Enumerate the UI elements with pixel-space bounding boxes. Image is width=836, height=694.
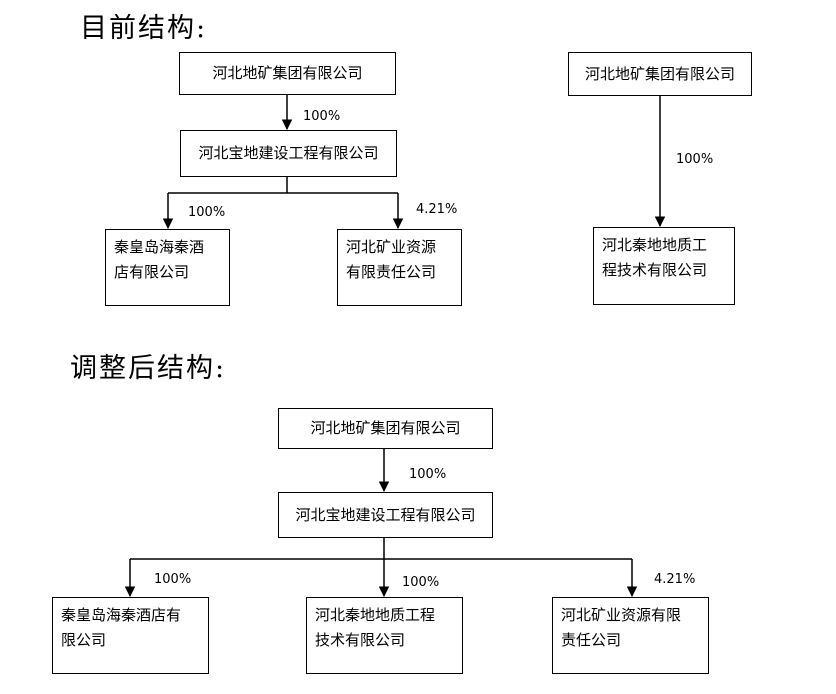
adjusted-hotel-line1: 秦皇岛海秦酒店有 [61, 606, 182, 624]
current-mining-pct: 4.21% [416, 202, 458, 217]
current2-geology-box: 河北秦地地质工 程技术有限公司 [593, 227, 735, 305]
adjusted-hotel-box: 秦皇岛海秦酒店有 限公司 [52, 597, 209, 674]
adjusted-geology-line1: 河北秦地地质工程 [315, 606, 436, 624]
adjusted-geology-line2: 技术有限公司 [315, 631, 406, 649]
current-mining-box: 河北矿业资源 有限责任公司 [337, 229, 462, 306]
adjusted-mining-line1: 河北矿业资源有限 [561, 606, 682, 624]
current-hotel-line1: 秦皇岛海秦酒 [114, 238, 205, 256]
current-mid-box: 河北宝地建设工程有限公司 [180, 130, 397, 177]
current-hotel-line2: 店有限公司 [114, 263, 190, 281]
adjusted-geology-pct: 100% [402, 575, 440, 590]
current2-parent-pct: 100% [676, 152, 714, 167]
current-parent-to-mid-pct: 100% [303, 109, 341, 124]
current-structure-heading: 目前结构: [80, 13, 208, 44]
current2-geology-line1: 河北秦地地质工 [602, 236, 708, 254]
adjusted-mining-box: 河北矿业资源有限 责任公司 [552, 597, 709, 674]
adjusted-mining-pct: 4.21% [654, 572, 696, 587]
current-parent-box: 河北地矿集团有限公司 [179, 52, 396, 95]
adjusted-structure-heading: 调整后结构: [70, 353, 227, 384]
current2-geology-line2: 程技术有限公司 [602, 261, 708, 279]
adjusted-mining-line2: 责任公司 [561, 631, 622, 649]
adjusted-geology-box: 河北秦地地质工程 技术有限公司 [306, 597, 463, 674]
current-mining-line1: 河北矿业资源 [346, 238, 437, 256]
current-hotel-pct: 100% [188, 205, 226, 220]
adjusted-hotel-line2: 限公司 [61, 631, 107, 649]
adjusted-hotel-pct: 100% [154, 572, 192, 587]
adjusted-parent-box: 河北地矿集团有限公司 [278, 408, 493, 449]
current2-parent-box: 河北地矿集团有限公司 [568, 52, 752, 96]
adjusted-parent-to-mid-pct: 100% [409, 467, 447, 482]
current-mining-line2: 有限责任公司 [346, 263, 437, 281]
adjusted-mid-box: 河北宝地建设工程有限公司 [278, 492, 493, 538]
current-hotel-box: 秦皇岛海秦酒 店有限公司 [105, 229, 230, 306]
